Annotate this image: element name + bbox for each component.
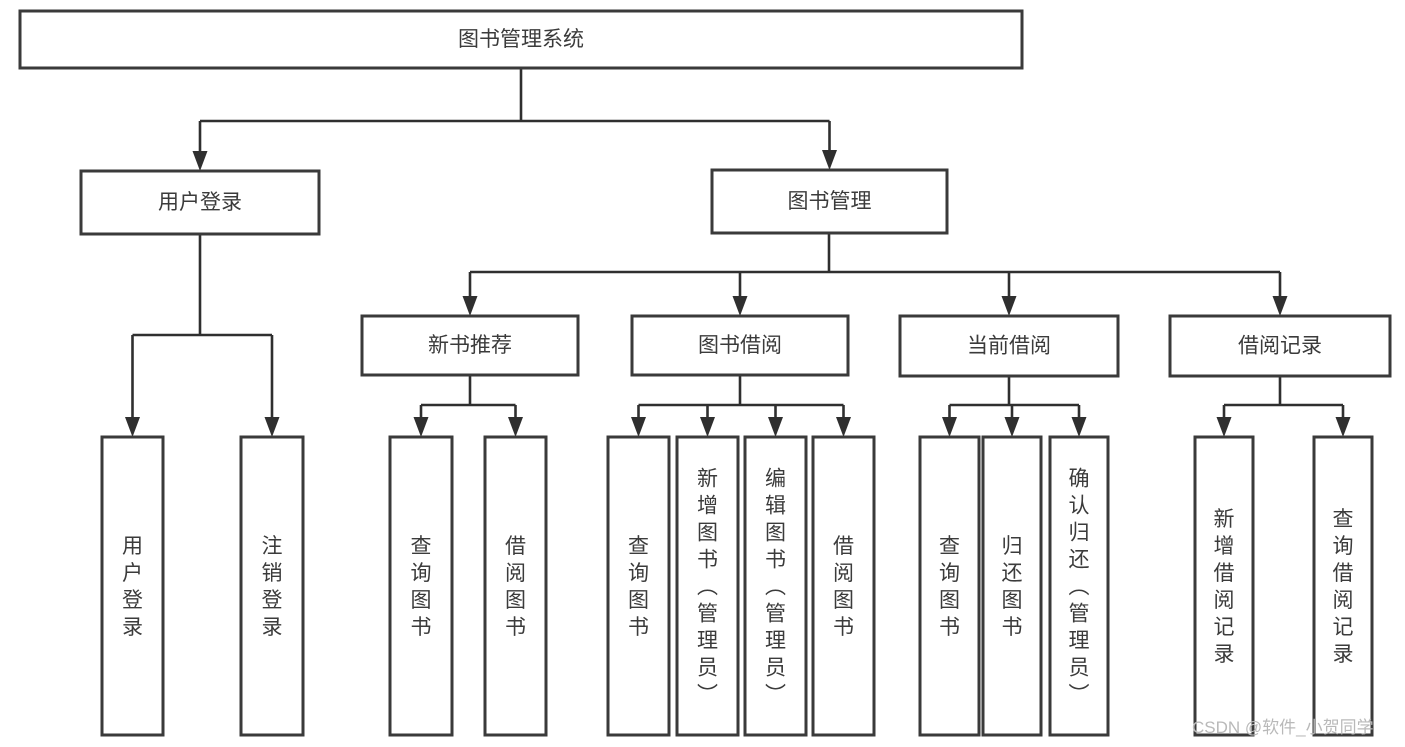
node-leaf-borrow-book-1[interactable]: 借阅图书 <box>483 435 548 737</box>
node-box-leaf-user-login[interactable] <box>100 435 165 737</box>
node-box-book-borrow[interactable] <box>630 314 850 377</box>
node-box-leaf-add-book[interactable] <box>675 435 740 737</box>
csdn-watermark: CSDN @软件_小贺同学 <box>1192 718 1374 737</box>
node-leaf-query-record[interactable]: 查询借阅记录 <box>1312 435 1374 737</box>
connector-edge-currentborrow-bus <box>942 376 1087 437</box>
node-leaf-logout[interactable]: 注销登录 <box>239 435 305 737</box>
node-borrow-record[interactable]: 借阅记录 <box>1168 314 1392 378</box>
node-label-leaf-query-book-1: 查询图书 <box>411 535 432 639</box>
node-box-leaf-logout[interactable] <box>239 435 305 737</box>
node-label-leaf-borrow-book-2: 借阅图书 <box>833 535 854 639</box>
arrow-head <box>462 296 478 316</box>
node-current-borrow[interactable]: 当前借阅 <box>898 314 1120 378</box>
node-box-leaf-query-book-3[interactable] <box>918 435 981 737</box>
node-leaf-query-book-3[interactable]: 查询图书 <box>918 435 981 737</box>
arrow-head <box>413 417 429 437</box>
node-label-leaf-confirm-return: 确认归还︵管理员︶ <box>1069 468 1090 707</box>
node-layer: 图书管理系统用户登录图书管理新书推荐图书借阅当前借阅借阅记录用户登录注销登录查询… <box>18 9 1392 737</box>
arrow-head <box>1004 417 1020 437</box>
arrow-head <box>700 417 715 437</box>
arrow-head <box>1071 417 1087 437</box>
node-label-leaf-user-login: 用户登录 <box>122 535 143 639</box>
node-box-leaf-confirm-return[interactable] <box>1048 435 1110 737</box>
node-box-leaf-return-book[interactable] <box>981 435 1043 737</box>
node-label-current-borrow: 当前借阅 <box>967 335 1051 358</box>
node-label-book-manage: 图书管理 <box>788 190 872 213</box>
connector-edge-userlogin-bus <box>125 234 280 437</box>
arrow-head <box>264 417 280 437</box>
arrow-head <box>768 417 783 437</box>
arrow-head <box>125 417 140 437</box>
arrow-head <box>1001 296 1017 316</box>
connector-edge-borrowrecord-bus <box>1216 376 1351 437</box>
connector-edge-newbook-bus <box>413 375 523 437</box>
connector-edge-bookmanage-bus <box>462 233 1288 316</box>
node-box-root[interactable] <box>18 9 1024 70</box>
node-box-leaf-query-book-1[interactable] <box>388 435 454 737</box>
node-label-leaf-add-book: 新增图书︵管理员︶ <box>697 468 718 707</box>
node-label-leaf-logout: 注销登录 <box>262 535 283 639</box>
node-leaf-borrow-book-2[interactable]: 借阅图书 <box>811 435 876 737</box>
node-leaf-add-book[interactable]: 新增图书︵管理员︶ <box>675 435 740 737</box>
node-box-book-manage[interactable] <box>710 168 949 235</box>
arrow-head <box>822 150 837 170</box>
node-leaf-edit-book[interactable]: 编辑图书︵管理员︶ <box>743 435 808 737</box>
arrow-head <box>836 417 851 437</box>
node-box-borrow-record[interactable] <box>1168 314 1392 378</box>
node-label-root: 图书管理系统 <box>458 28 584 51</box>
node-label-leaf-borrow-book-1: 借阅图书 <box>505 535 526 639</box>
node-user-login[interactable]: 用户登录 <box>79 169 321 236</box>
node-leaf-query-book-1[interactable]: 查询图书 <box>388 435 454 737</box>
node-label-new-book-recommend: 新书推荐 <box>428 334 512 357</box>
node-box-leaf-add-record[interactable] <box>1193 435 1255 737</box>
connector-edge-root-bus <box>192 68 837 171</box>
node-leaf-confirm-return[interactable]: 确认归还︵管理员︶ <box>1048 435 1110 737</box>
arrow-head <box>942 417 957 437</box>
connector-edge-bookborrow-bus <box>631 375 851 437</box>
node-book-manage[interactable]: 图书管理 <box>710 168 949 235</box>
arrow-head <box>1335 417 1351 437</box>
arrow-head <box>631 417 646 437</box>
node-label-leaf-query-book-2: 查询图书 <box>628 535 649 639</box>
node-label-borrow-record: 借阅记录 <box>1238 335 1322 358</box>
node-box-leaf-borrow-book-2[interactable] <box>811 435 876 737</box>
node-box-new-book-recommend[interactable] <box>360 314 580 377</box>
connector-layer <box>125 68 1351 437</box>
node-label-leaf-return-book: 归还图书 <box>1002 535 1023 639</box>
node-new-book-recommend[interactable]: 新书推荐 <box>360 314 580 377</box>
node-label-leaf-query-record: 查询借阅记录 <box>1333 508 1354 666</box>
node-box-user-login[interactable] <box>79 169 321 236</box>
node-label-leaf-add-record: 新增借阅记录 <box>1214 508 1235 666</box>
arrow-head <box>508 417 523 437</box>
arrow-head <box>192 151 208 171</box>
node-leaf-user-login[interactable]: 用户登录 <box>100 435 165 737</box>
node-box-leaf-borrow-book-1[interactable] <box>483 435 548 737</box>
watermark-layer: CSDN @软件_小贺同学 <box>1192 718 1374 737</box>
node-label-leaf-query-book-3: 查询图书 <box>939 535 960 639</box>
node-root[interactable]: 图书管理系统 <box>18 9 1024 70</box>
node-book-borrow[interactable]: 图书借阅 <box>630 314 850 377</box>
arrow-head <box>732 296 748 316</box>
node-label-book-borrow: 图书借阅 <box>698 334 782 357</box>
node-leaf-query-book-2[interactable]: 查询图书 <box>606 435 671 737</box>
node-leaf-add-record[interactable]: 新增借阅记录 <box>1193 435 1255 737</box>
node-leaf-return-book[interactable]: 归还图书 <box>981 435 1043 737</box>
node-box-leaf-query-record[interactable] <box>1312 435 1374 737</box>
arrow-head <box>1272 296 1288 316</box>
node-box-current-borrow[interactable] <box>898 314 1120 378</box>
node-box-leaf-edit-book[interactable] <box>743 435 808 737</box>
node-label-user-login: 用户登录 <box>158 191 242 214</box>
node-box-leaf-query-book-2[interactable] <box>606 435 671 737</box>
arrow-head <box>1216 417 1232 437</box>
node-label-leaf-edit-book: 编辑图书︵管理员︶ <box>765 468 786 707</box>
